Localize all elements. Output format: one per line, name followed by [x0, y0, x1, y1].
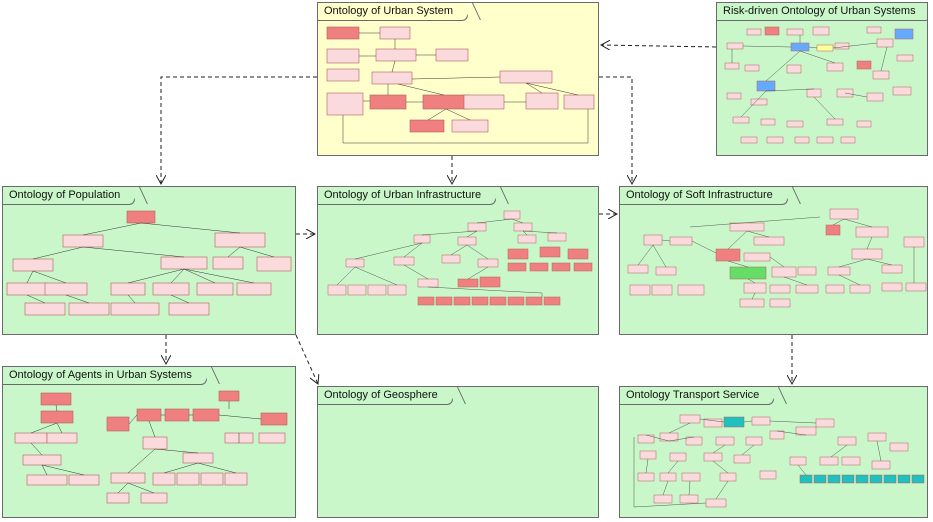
- package-population[interactable]: Ontology of Population: [2, 186, 296, 335]
- package-agents[interactable]: Ontology of Agents in Urban Systems: [2, 366, 296, 518]
- urban-infrastructure-diagram: [327, 210, 593, 306]
- package-agents-title: Ontology of Agents in Urban Systems: [3, 367, 207, 385]
- soft-infrastructure-diagram: [627, 208, 927, 308]
- package-geosphere[interactable]: Ontology of Geosphere: [317, 386, 599, 518]
- urban-system-diagram: [326, 26, 595, 144]
- dependency-urban-system-to-population: [161, 76, 317, 184]
- dependency-urban-system-to-soft-infrastructure: [599, 76, 632, 184]
- risk-driven-diagram: [724, 26, 914, 144]
- package-population-title: Ontology of Population: [3, 187, 136, 205]
- package-risk-driven-title: Risk-driven Ontology of Urban Systems: [717, 3, 927, 21]
- package-transport[interactable]: Ontology Transport Service: [619, 386, 928, 518]
- package-transport-title: Ontology Transport Service: [620, 387, 775, 405]
- package-soft-infrastructure[interactable]: Ontology of Soft Infrastructure: [619, 186, 928, 335]
- package-urban-infrastructure-title: Ontology of Urban Infrastructure: [318, 187, 497, 205]
- package-soft-infrastructure-title: Ontology of Soft Infrastructure: [620, 187, 788, 205]
- dependency-risk-to-urban-system: [601, 45, 717, 47]
- package-urban-system-title: Ontology of Urban System: [318, 3, 469, 21]
- package-geosphere-title: Ontology of Geosphere: [318, 387, 453, 405]
- transport-diagram: [633, 414, 925, 508]
- dependency-population-to-geosphere: [295, 334, 318, 384]
- package-urban-system[interactable]: Ontology of Urban System: [317, 2, 599, 156]
- package-urban-infrastructure[interactable]: Ontology of Urban Infrastructure: [317, 186, 599, 335]
- agents-diagram: [14, 390, 288, 504]
- package-risk-driven[interactable]: Risk-driven Ontology of Urban Systems: [716, 2, 928, 156]
- population-diagram: [6, 210, 292, 316]
